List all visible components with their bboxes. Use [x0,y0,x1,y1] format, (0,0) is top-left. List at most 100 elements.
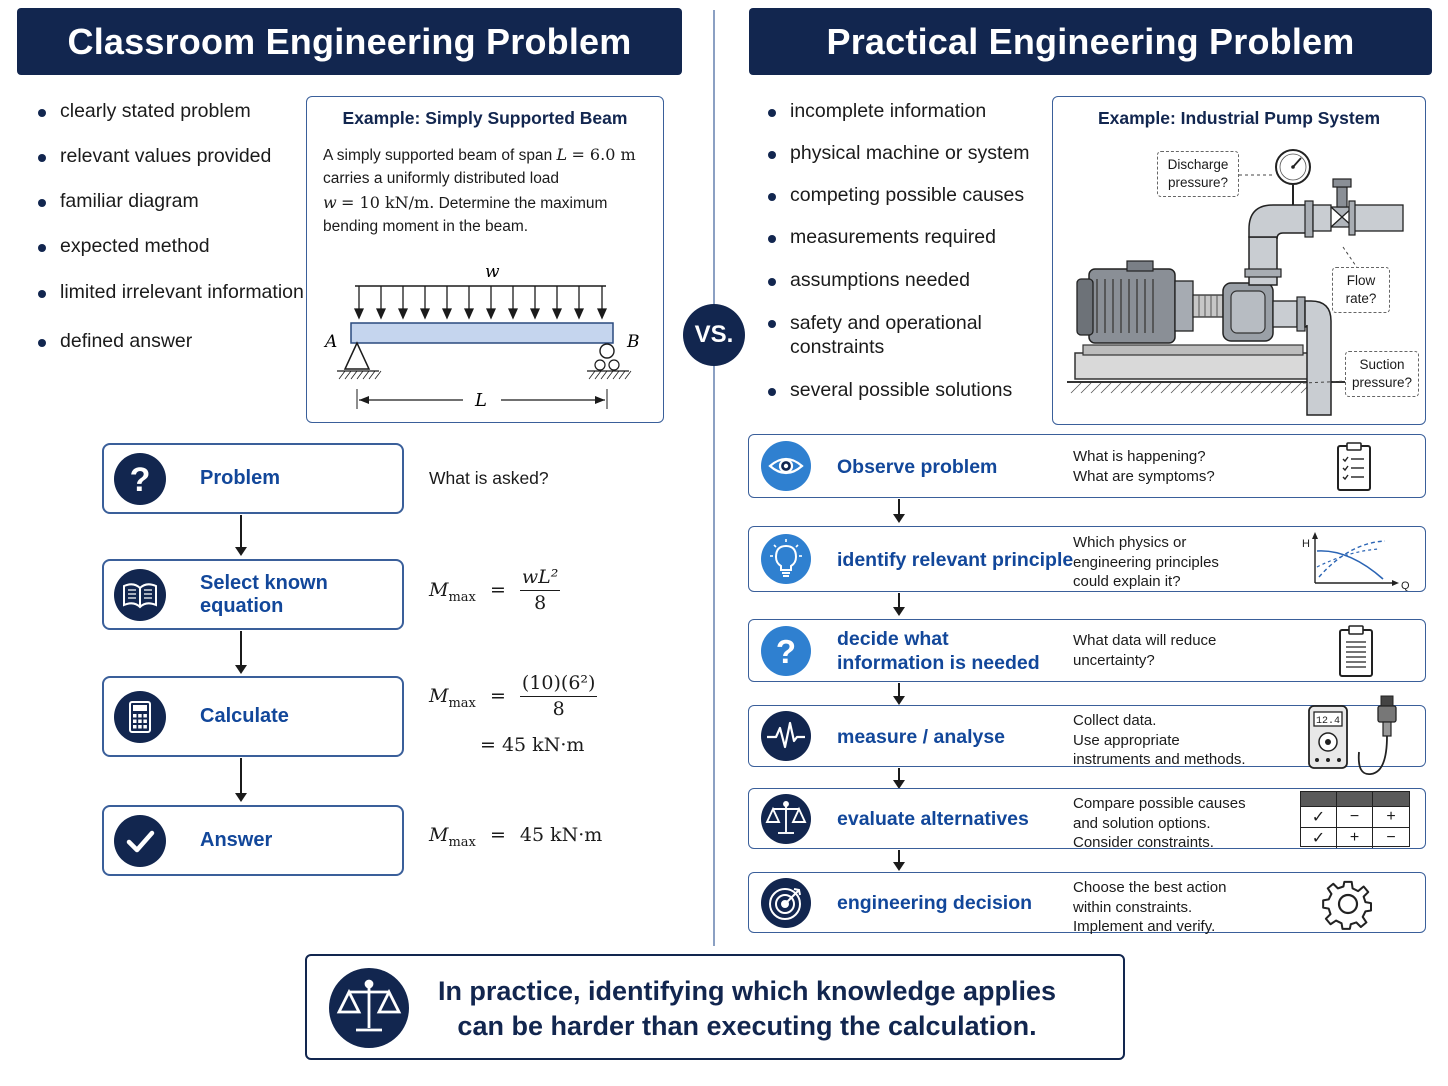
flow-rate-callout: Flow rate? [1332,267,1390,313]
chart-axis-q: Q [1401,580,1410,591]
step-label: measure / analyse [837,726,1006,748]
center-divider [713,10,715,946]
table-header-cell [1337,792,1373,806]
flow-arrow [893,593,905,616]
table-header-cell [1301,792,1337,806]
classroom-header: Classroom Engineering Problem [17,8,682,75]
step-measure-analyse: measure / analyse Collect data. Use appr… [748,695,1426,775]
conclusion-text: In practice, identifying which knowledge… [427,974,1067,1044]
pump-system-illustration [1067,149,1413,416]
step-answer: Answer [102,805,404,876]
vs-label: VS. [694,321,734,348]
flow-arrow [893,768,905,789]
step-calculate: Calculate [102,676,404,757]
step-label: identify relevant principle [837,549,1074,571]
beam-label-A: A [323,332,337,352]
step-problem: ? Problem [102,443,404,514]
bullet-item: safety and operational constraints [768,311,1038,379]
pump-curve-chart: H Q [1302,532,1410,591]
comparison-table: ✓ − + ✓ + − [1300,791,1410,848]
beam-text-line4: bending moment in the beam. [323,217,529,235]
classroom-title: Classroom Engineering Problem [67,20,632,62]
meter-reading: 12.4 [1316,716,1340,727]
step-description: Which physics or engineering principles … [1073,533,1219,592]
var-L: L [556,145,568,164]
bullet-item: assumptions needed [768,269,1038,311]
bullet-item: relevant values provided [38,145,304,190]
step-label: Select known equation [200,571,328,617]
desc-line: What are symptoms? [1073,467,1215,485]
conclusion-line: In practice, identifying which knowledge… [437,976,1057,1006]
bullet-item: defined answer [38,330,304,370]
step-description: What is happening? What are symptoms? [1073,447,1215,486]
frac-den: 8 [534,591,547,614]
span-value: = 6.0 m [571,145,636,164]
lightbulb-icon [761,534,811,584]
gear-icon [1322,880,1373,930]
math-eq: = [489,579,506,602]
flow-arrow [235,631,247,674]
bullet-item: incomplete information [768,100,1038,142]
desc-line: within constraints. [1073,898,1193,916]
flow-arrow [893,499,905,523]
step-label: Observe problem [837,456,998,478]
math-m: M [429,579,449,602]
equation-calc: Mmax = (10)(6²)8 [429,672,598,722]
beam-text-line3: Determine the maximum [434,194,608,212]
table-cell: − [1337,806,1373,827]
calc-result: = 45 kN·m [480,734,585,756]
vs-badge: VS. [683,304,745,366]
answer-value: 45 kN·m [519,824,603,846]
flow-arrow [893,683,905,705]
step-engineering-decision: engineering decision Choose the best act… [748,872,1426,935]
step-label: decide what information is needed [837,627,1040,676]
flow-arrow [235,758,247,802]
practical-title: Practical Engineering Problem [826,20,1355,62]
step-observe-problem: Observe problem What is happening? What … [748,434,1426,498]
udl-arrows [353,286,608,320]
math-m: M [429,824,449,846]
clipboard-icon [1339,625,1373,677]
math-eq: = [489,685,506,708]
math-sub: max [448,589,476,605]
conclusion-line: can be harder than executing the calcula… [457,1011,1037,1042]
load-value: = 10 kN/m. [341,192,435,212]
step-label: evaluate alternatives [837,808,1029,830]
bullet-item: limited irrelevant information [38,281,304,330]
beam-label-w: w [485,262,500,282]
frac-num: wL² [519,566,561,591]
chart-axis-h: H [1302,538,1310,550]
step-label: Calculate [200,705,289,727]
calculator-icon [114,690,166,743]
bullet-item: measurements required [768,226,1038,269]
math-sub: max [448,834,476,850]
beam-example-panel: Example: Simply Supported Beam A simply … [306,96,664,423]
clipboard-checklist-icon [1337,442,1371,491]
math-sub: max [448,695,476,711]
step-evaluate-alternatives: evaluate alternatives Compare possible c… [748,788,1426,851]
label-line: information is needed [837,652,1040,675]
desc-line: Use appropriate [1073,731,1180,749]
suction-pressure-callout: Suction pressure? [1345,351,1419,397]
step-description: What data will reduce uncertainty? [1073,631,1216,670]
flow-arrow [235,515,247,556]
math-m: M [429,685,449,708]
label-line: decide what [837,628,949,650]
desc-line: instruments and methods. [1073,751,1246,768]
pulse-icon [761,711,811,761]
desc-line: Implement and verify. [1073,918,1216,935]
table-cell: − [1373,827,1409,848]
step-label: engineering decision [837,892,1033,914]
step-label: Answer [200,829,273,851]
desc-line: and solution options. [1073,814,1211,832]
svg-text:?: ? [130,461,151,499]
practical-header: Practical Engineering Problem [749,8,1432,75]
table-cell: + [1337,827,1373,848]
multimeter-icon: 12.4 [1308,695,1397,775]
discharge-pressure-callout: Discharge pressure? [1157,151,1239,197]
desc-line: uncertainty? [1073,651,1155,669]
desc-line: Which physics or [1073,534,1187,551]
scales-icon [761,793,811,844]
fraction: (10)(6²)8 [519,672,598,722]
